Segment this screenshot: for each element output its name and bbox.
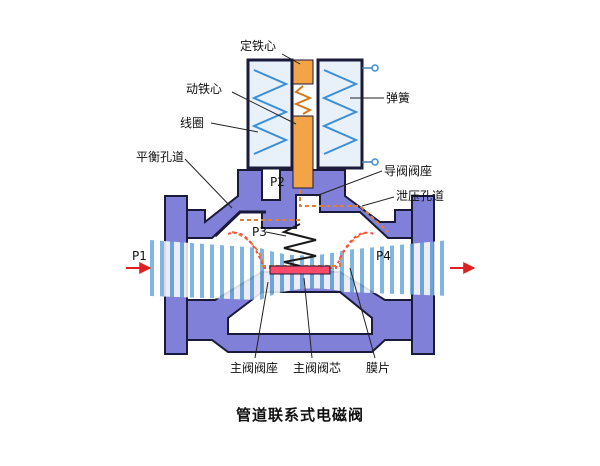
label-spring: 弹簧 [386, 90, 410, 105]
labels: 定铁心 动铁心 弹簧 线圈 平衡孔道 导阀阀座 泄压孔道 P1 P2 P3 P4… [132, 38, 444, 375]
terminal-top [371, 64, 379, 72]
solenoid-head [246, 58, 379, 189]
label-main-seat: 主阀阀座 [230, 360, 278, 375]
main-valve-core [269, 265, 331, 275]
label-pilot-seat: 导阀阀座 [384, 163, 432, 178]
moving-core [292, 115, 314, 189]
core-spring [293, 85, 313, 115]
label-p2: P2 [270, 175, 285, 189]
label-p1: P1 [132, 249, 147, 263]
right-coil-winding [321, 69, 359, 155]
label-balance-hole: 平衡孔道 [136, 150, 184, 164]
label-coil: 线圈 [180, 116, 204, 130]
valve-internals [213, 190, 389, 275]
diagram-caption: 管道联系式电磁阀 [236, 406, 364, 424]
label-main-core: 主阀阀芯 [293, 361, 341, 375]
label-fixed-core: 定铁心 [240, 38, 276, 53]
label-relief-hole: 泄压孔道 [396, 189, 444, 203]
left-coil-winding [251, 69, 289, 155]
label-p3: P3 [252, 225, 267, 239]
label-p4: P4 [376, 249, 391, 263]
relief-flow [299, 190, 389, 233]
main-spring [281, 223, 317, 267]
right-coil [316, 58, 364, 170]
fixed-core [292, 59, 314, 85]
label-diaphragm: 膜片 [366, 361, 390, 375]
balance-hole-channel [213, 210, 266, 238]
leader-lines [184, 53, 395, 359]
terminal-bottom [371, 158, 379, 166]
label-moving-core: 动铁心 [186, 82, 222, 96]
